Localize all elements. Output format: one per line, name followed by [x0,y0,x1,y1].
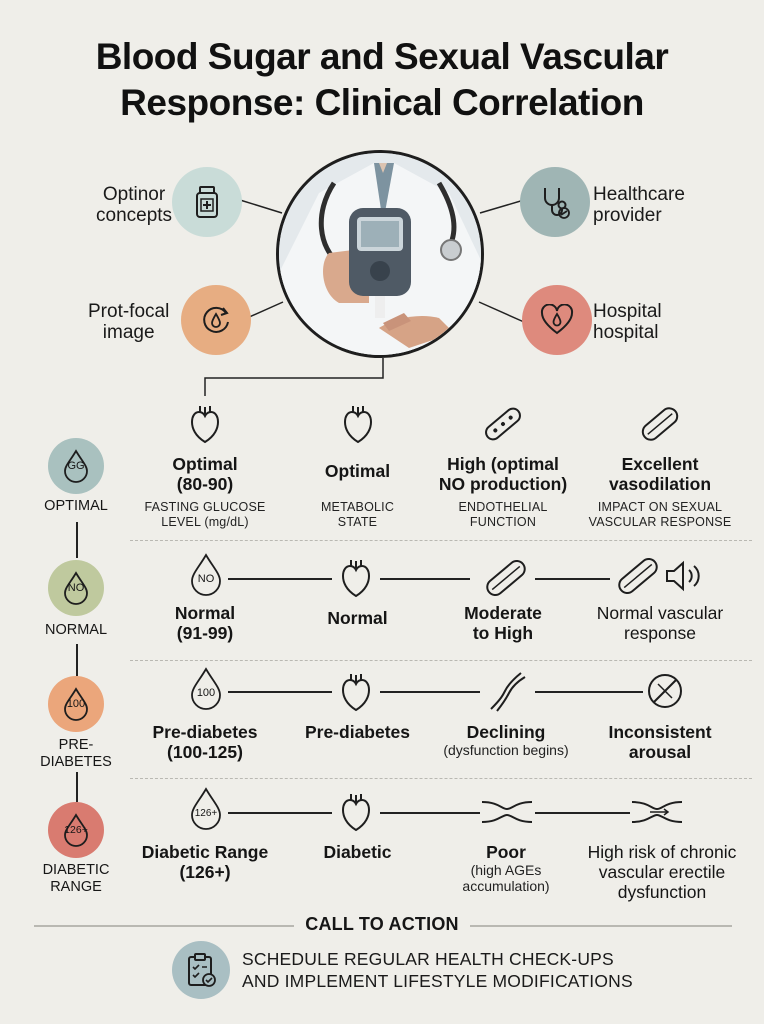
blocked-vessel-icon [630,795,684,829]
row-connector [535,812,630,814]
feature-label-optinor: Optinor concepts [96,184,173,226]
heart-icon [338,403,378,445]
level-connector [76,772,78,802]
title-line-2: Response: Clinical Correlation [120,82,644,123]
header-impact-sub: IMPACT ON SEXUAL VASCULAR RESPONSE [588,500,732,529]
blood-vessel-icon [480,554,532,602]
row-divider [130,660,752,661]
header-glucose-title: Optimal (80-90) [172,454,238,494]
row-divider [130,540,752,541]
drop-badge-icon: NO [186,552,226,600]
normal-endothelial: Moderate to High [464,603,542,643]
level-badge-diabetic: 126+ [48,802,104,858]
heart-icon [334,790,378,834]
drop-badge-icon: 100 [186,666,226,714]
prediabetes-metabolic: Pre-diabetes [304,722,411,742]
diabetic-metabolic: Diabetic [323,842,392,862]
row-connector [228,691,332,693]
feature-optinor-concepts [172,167,242,237]
row-connector [228,812,332,814]
prediabetes-glucose: Pre-diabetes (100-125) [152,722,258,762]
cta-message: SCHEDULE REGULAR HEALTH CHECK-UPS AND IM… [242,949,633,991]
prediabetes-impact: Inconsistent arousal [608,722,712,762]
row-connector [228,578,332,580]
header-endothelial-title: High (optimal NO production) [438,454,568,494]
diabetic-impact: High risk of chronic vascular erectile d… [587,842,737,902]
medicine-bottle-icon [196,186,218,218]
row-connector [380,578,470,580]
level-connector [76,644,78,676]
feature-healthcare-provider [520,167,590,237]
diabetic-glucose: Diabetic Range (126+) [141,842,269,882]
normal-glucose: Normal (91-99) [174,603,236,643]
normal-impact: Normal vascular response [596,603,724,643]
stethoscope-icon [544,188,570,219]
normal-metabolic: Normal [327,608,388,628]
level-badge-optimal: GG [48,438,104,494]
prediabetes-endothelial: Declining (dysfunction begins) [443,722,569,758]
header-metabolic-title: Optimal [324,461,391,481]
row-connector [535,691,643,693]
blood-vessel-icon [480,403,526,445]
heart-icon [334,670,378,714]
constricted-vessel-icon [480,795,534,829]
level-label-prediabetes: PRE- DIABETES [40,737,112,770]
row-connector [380,812,480,814]
drop-badge-icon: 126+ [186,786,226,834]
cta-title: CALL TO ACTION [305,914,459,934]
cta-badge [172,941,230,999]
page-title: Blood Sugar and Sexual Vascular Response… [0,34,764,126]
heart-icon [185,403,225,445]
speaker-icon [662,556,706,596]
level-label-diabetic: DIABETIC RANGE [42,862,110,895]
refresh-drop-icon [203,306,229,333]
header-impact-title: Excellent vasodilation [608,454,712,494]
narrowing-vessel-icon [482,668,530,714]
prohibited-icon [644,670,686,712]
hero-photo-glucose-meter [276,150,484,358]
level-badge-normal: NO [48,560,104,616]
glucose-meter-photo [279,153,481,355]
vessel-dilated-icon [637,403,683,445]
level-label-optimal: OPTIMAL [44,498,108,514]
header-metabolic-sub: METABOLIC STATE [320,500,395,529]
cta-rule-right [470,925,732,927]
blood-vessel-icon [612,552,664,600]
feature-hospital [522,285,592,355]
title-line-1: Blood Sugar and Sexual Vascular [95,36,669,77]
header-glucose-sub: FASTING GLUCOSE LEVEL (mg/dL) [144,500,266,529]
row-divider [130,778,752,779]
level-connector [76,522,78,558]
level-badge-prediabetes: 100 [48,676,104,732]
level-label-normal: NORMAL [44,622,108,638]
heart-drop-icon [540,304,574,335]
row-connector [535,578,610,580]
checklist-icon [188,953,216,987]
cta-rule-left [34,925,294,927]
feature-label-healthcare: Healthcare provider [593,184,685,226]
feature-prot-focal-image [181,285,251,355]
heart-icon [334,556,378,600]
hero-connectors [204,199,525,396]
diabetic-endothelial: Poor (high AGEs accumulation) [462,842,550,894]
feature-label-prot-focal: Prot-focal image [88,301,170,343]
feature-label-hospital: Hospital hospital [593,301,662,343]
header-endothelial-sub: ENDOTHELIAL FUNCTION [458,500,548,529]
row-connector [380,691,480,693]
